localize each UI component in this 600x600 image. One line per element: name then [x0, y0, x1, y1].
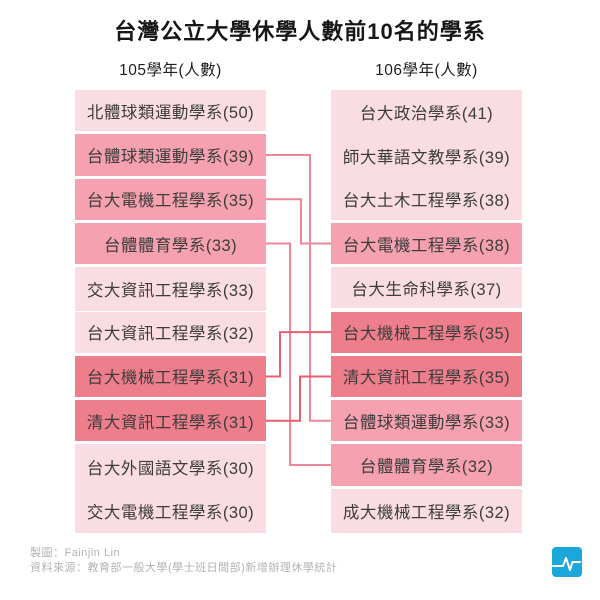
dept-box: 北體球類運動學系(50) — [75, 90, 266, 132]
credit-line: 製圖：Fainjin Lin — [30, 547, 121, 559]
page-title: 台灣公立大學休學人數前10名的學系 — [114, 19, 486, 44]
dept-label: 清大資訊工程學系(31) — [86, 413, 255, 432]
dept-box: 台體體育學系(32) — [331, 444, 522, 486]
dept-box: 台大土木工程學系(38) — [331, 178, 522, 220]
dept-box: 清大資訊工程學系(35) — [331, 355, 522, 398]
column-header-105: 105學年(人數) — [119, 62, 222, 79]
dept-box: 台大生命科學系(37) — [331, 267, 522, 309]
dept-label: 台大機械工程學系(35) — [342, 325, 511, 344]
source-line: 資料來源：教育部一般大學(學士班日間部)新增辦理休學統計 — [30, 562, 338, 574]
dept-box: 台大資訊工程學系(32) — [75, 311, 266, 353]
dept-label: 師大華語文教學系(39) — [342, 149, 511, 168]
dept-box: 交大電機工程學系(30) — [75, 488, 266, 533]
dept-label: 台大電機工程學系(35) — [86, 192, 255, 211]
dept-label: 交大資訊工程學系(33) — [86, 282, 255, 301]
dept-box: 清大資訊工程學系(31) — [75, 400, 266, 442]
dept-label: 成大機械工程學系(32) — [342, 503, 511, 522]
dept-label: 台大資訊工程學系(32) — [86, 325, 255, 344]
dept-label: 台體球類運動學系(33) — [342, 413, 511, 432]
dept-label: 交大電機工程學系(30) — [86, 503, 255, 522]
dept-label: 台大政治學系(41) — [359, 105, 494, 124]
column-header-106: 106學年(人數) — [375, 62, 478, 79]
dept-label: 台大外國語文學系(30) — [86, 459, 255, 478]
pulse-ekg-icon — [552, 547, 582, 577]
dept-box: 台大電機工程學系(38) — [331, 222, 522, 265]
dept-box: 台大電機工程學系(35) — [75, 178, 266, 220]
dept-box: 台大外國語文學系(30) — [75, 444, 266, 489]
dept-box: 台大機械工程學系(35) — [331, 311, 522, 353]
dept-label: 台大機械工程學系(31) — [86, 369, 255, 388]
dept-box: 交大資訊工程學系(33) — [75, 267, 266, 312]
dept-label: 清大資訊工程學系(35) — [342, 369, 511, 388]
dept-label: 台體體育學系(32) — [359, 458, 494, 477]
dept-label: 台體體育學系(33) — [103, 236, 238, 255]
dept-label: 台體球類運動學系(39) — [86, 147, 255, 166]
dept-box: 台體體育學系(33) — [75, 222, 266, 265]
dept-box: 成大機械工程學系(32) — [331, 488, 522, 533]
dept-label: 台大土木工程學系(38) — [342, 192, 511, 211]
column-105: 北體球類運動學系(50) 台體球類運動學系(39) 台大電機工程學系(35) 台… — [75, 90, 266, 533]
dept-box: 台大機械工程學系(31) — [75, 355, 266, 398]
dept-box: 台大政治學系(41) — [331, 90, 522, 135]
dept-box: 師大華語文教學系(39) — [331, 134, 522, 179]
dept-box: 台體球類運動學系(33) — [331, 400, 522, 442]
footer: 製圖：Fainjin Lin 資料來源：教育部一般大學(學士班日間部)新增辦理休… — [30, 546, 337, 576]
dept-box: 台體球類運動學系(39) — [75, 134, 266, 176]
dept-label: 北體球類運動學系(50) — [86, 103, 255, 122]
column-106: 台大政治學系(41) 師大華語文教學系(39) 台大土木工程學系(38) 台大電… — [331, 90, 522, 533]
dept-label: 台大電機工程學系(38) — [342, 236, 511, 255]
dept-label: 台大生命科學系(37) — [351, 280, 502, 299]
